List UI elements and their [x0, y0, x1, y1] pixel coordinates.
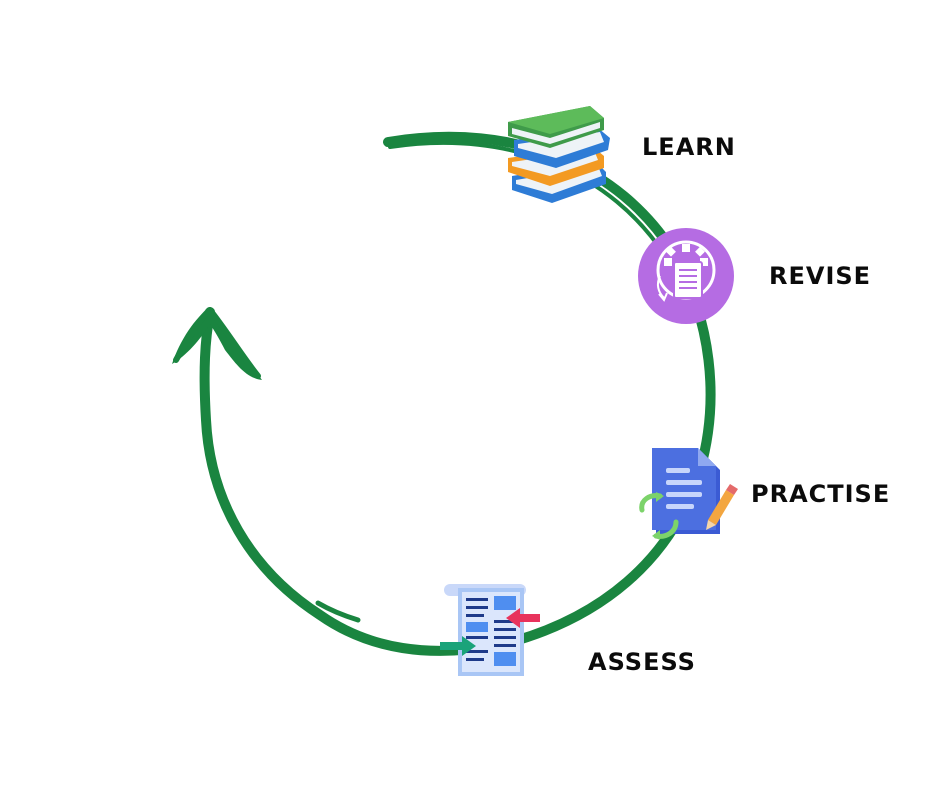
cycle-arrow-taper [315, 600, 361, 623]
cycle-arrow [172, 131, 716, 656]
cycle-arrowhead-stroke [173, 307, 261, 379]
stage-label-revise: REVISE [769, 262, 872, 290]
checklist-scroll-icon [440, 584, 540, 676]
cycle-arrow-stroke [199, 131, 716, 656]
stage-label-practise: PRACTISE [751, 480, 891, 508]
document-pencil-icon [639, 448, 738, 540]
gear-document-icon [638, 228, 734, 324]
books-icon [508, 106, 610, 203]
stage-label-learn: LEARN [642, 133, 736, 161]
stage-label-assess: ASSESS [588, 648, 696, 676]
